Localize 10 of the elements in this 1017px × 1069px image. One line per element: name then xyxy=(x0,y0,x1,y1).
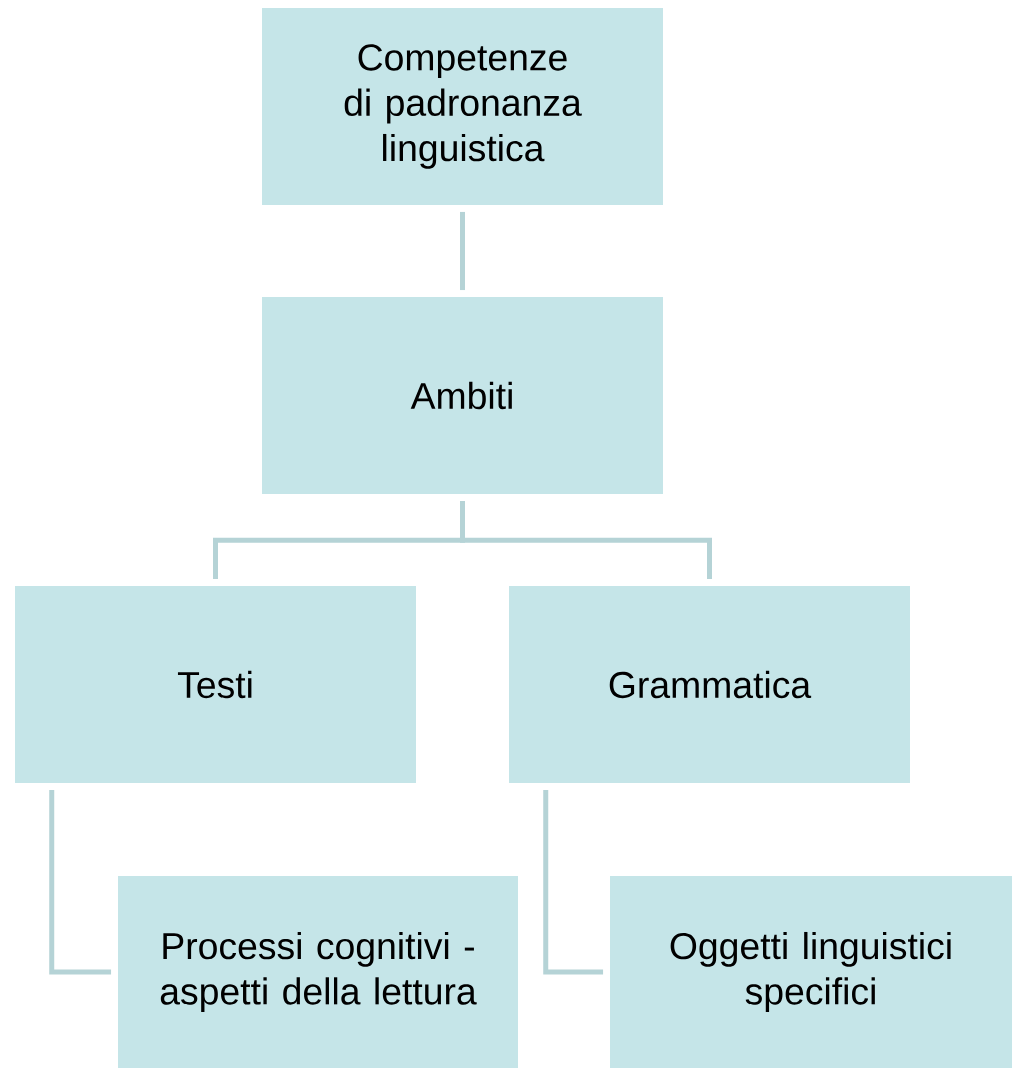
text-box: Testi xyxy=(15,586,416,783)
text-box: Grammatica xyxy=(509,586,910,783)
text-box: Ambiti xyxy=(262,297,663,494)
connector-line xyxy=(543,789,604,975)
connector-line xyxy=(49,789,112,975)
connector-line xyxy=(460,211,465,291)
text-box: Oggetti linguistici specifici xyxy=(610,876,1012,1068)
text-box: Processi cognitivi - aspetti della lettura xyxy=(118,876,518,1068)
text-box: Competenze di padronanza linguistica xyxy=(262,8,663,205)
connector-line xyxy=(460,500,712,580)
